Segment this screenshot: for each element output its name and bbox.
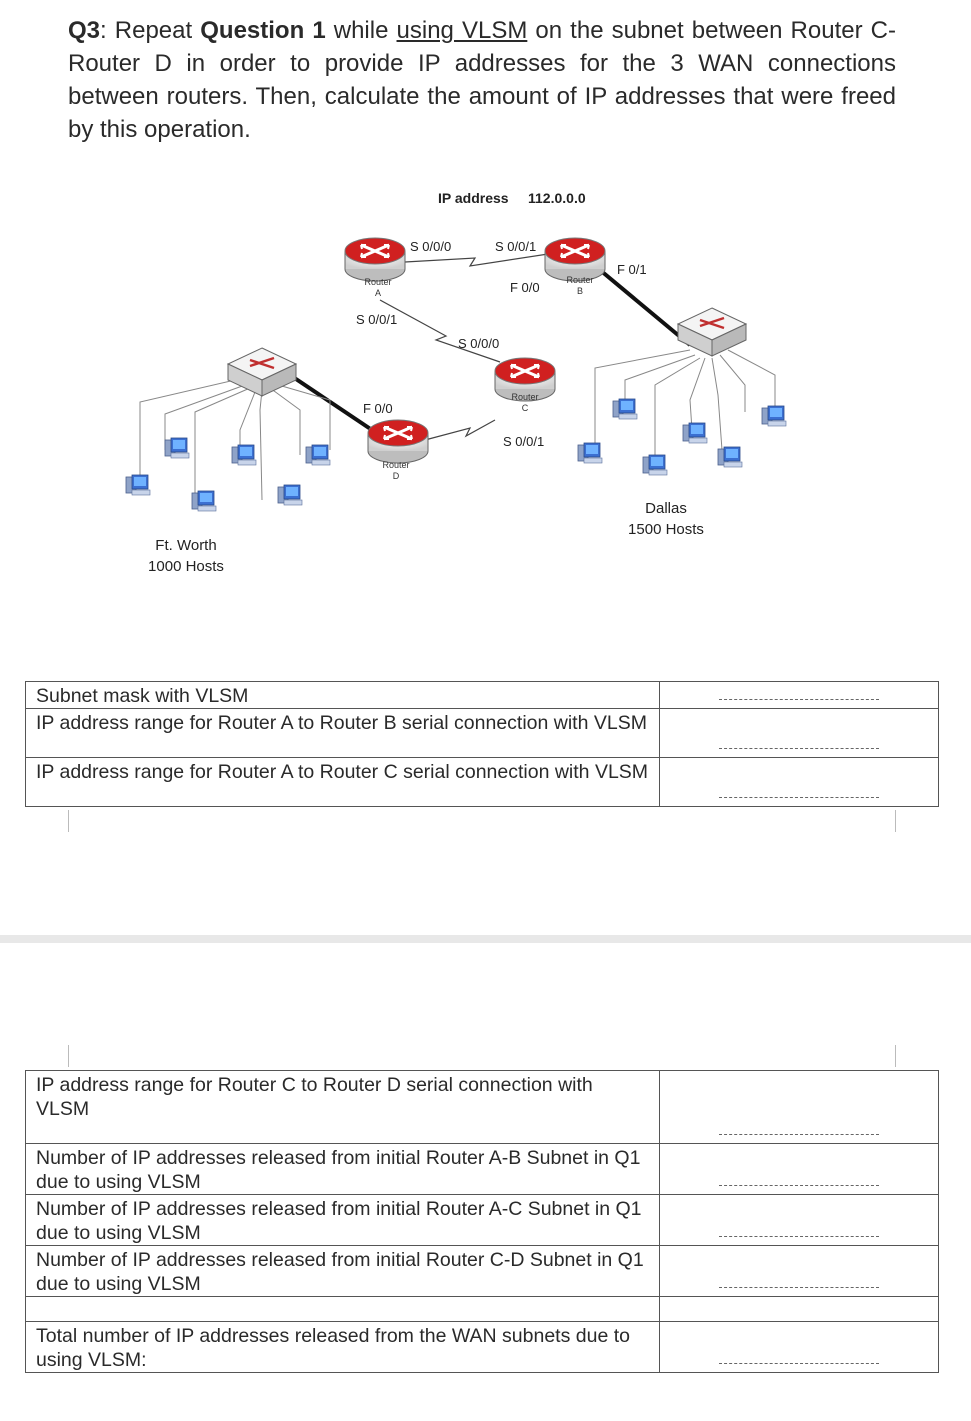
- margin-mark: [895, 1045, 896, 1067]
- answer-table-1: Subnet mask with VLSM IP address range f…: [25, 681, 939, 807]
- dallas-cabling: [594, 349, 776, 460]
- table-row: [25, 1296, 939, 1322]
- empty-cell: [25, 1296, 660, 1322]
- answer-cell[interactable]: [659, 1194, 939, 1246]
- answer-cell[interactable]: [659, 681, 939, 709]
- pc-icon: [642, 454, 668, 476]
- network-diagram: IP address 112.0.0.0 Router A Router B R…: [125, 190, 787, 575]
- pc-icon: [305, 444, 331, 466]
- answer-blank[interactable]: [719, 693, 879, 700]
- row-label: IP address range for Router A to Router …: [25, 757, 660, 807]
- port-b-f01: F 0/1: [617, 262, 647, 277]
- margin-mark: [895, 810, 896, 832]
- table-row: Number of IP addresses released from ini…: [25, 1143, 939, 1195]
- router-c-letter: C: [522, 403, 529, 413]
- question-number: Q3: [68, 17, 101, 44]
- answer-cell[interactable]: [659, 1070, 939, 1144]
- router-a-letter: A: [375, 288, 381, 298]
- answer-blank[interactable]: [719, 791, 879, 798]
- ip-address-value: 112.0.0.0: [528, 190, 586, 206]
- question-emphasis: using VLSM: [396, 17, 528, 44]
- router-b-label: Router: [566, 275, 593, 285]
- ftworth-switch-icon: [226, 346, 298, 398]
- link-b-dallas-switch: [598, 268, 692, 347]
- link-a-c: [379, 299, 501, 363]
- link-d-ftworth-switch: [288, 373, 374, 432]
- margin-mark: [68, 810, 69, 832]
- answer-cell[interactable]: [659, 708, 939, 758]
- table-row: Subnet mask with VLSM: [25, 681, 939, 709]
- pc-icon: [277, 484, 303, 506]
- row-label: Number of IP addresses released from ini…: [25, 1245, 660, 1297]
- answer-blank[interactable]: [719, 1357, 879, 1364]
- site-ftworth-name: Ft. Worth: [155, 537, 216, 554]
- port-c-s000: S 0/0/0: [458, 336, 499, 351]
- router-d-icon: [366, 418, 430, 465]
- row-label: Number of IP addresses released from ini…: [25, 1194, 660, 1246]
- link-d-c: [424, 419, 496, 441]
- row-label: IP address range for Router A to Router …: [25, 708, 660, 758]
- answer-table-2: IP address range for Router C to Router …: [25, 1070, 939, 1373]
- pc-icon: [612, 398, 638, 420]
- question-text-3: on the subnet between Router C-Router D …: [68, 17, 896, 143]
- ftworth-cabling: [139, 379, 331, 501]
- table-row: Number of IP addresses released from ini…: [25, 1245, 939, 1297]
- port-c-s001: S 0/0/1: [503, 434, 544, 449]
- table-row: IP address range for Router A to Router …: [25, 708, 939, 758]
- table-row: IP address range for Router A to Router …: [25, 757, 939, 807]
- empty-cell: [659, 1296, 939, 1322]
- answer-cell[interactable]: [659, 757, 939, 807]
- router-c-label: Router: [511, 392, 538, 402]
- port-a-s001: S 0/0/1: [356, 312, 397, 327]
- answer-cell[interactable]: [659, 1321, 939, 1373]
- table-row: IP address range for Router C to Router …: [25, 1070, 939, 1144]
- router-d-label: Router: [382, 460, 409, 470]
- pc-icon: [682, 422, 708, 444]
- row-label: Number of IP addresses released from ini…: [25, 1143, 660, 1195]
- answer-blank[interactable]: [719, 1230, 879, 1237]
- question-text: Q3: Repeat Question 1 while using VLSM o…: [68, 14, 896, 146]
- row-label: Subnet mask with VLSM: [25, 681, 660, 709]
- ip-address-label: IP address: [438, 190, 509, 206]
- dallas-switch-icon: [676, 306, 748, 358]
- answer-cell[interactable]: [659, 1143, 939, 1195]
- answer-blank[interactable]: [719, 1128, 879, 1135]
- pc-icon: [761, 405, 787, 427]
- router-d-letter: D: [393, 471, 400, 481]
- link-a-b: [404, 253, 549, 267]
- site-dallas-hosts: 1500 Hosts: [628, 521, 704, 538]
- pc-icon: [191, 490, 217, 512]
- router-a-label: Router: [364, 277, 391, 287]
- answer-blank[interactable]: [719, 742, 879, 749]
- row-label: Total number of IP addresses released fr…: [25, 1321, 660, 1373]
- port-a-s000: S 0/0/0: [410, 239, 451, 254]
- answer-blank[interactable]: [719, 1281, 879, 1288]
- row-label: IP address range for Router C to Router …: [25, 1070, 660, 1144]
- site-dallas-name: Dallas: [645, 500, 687, 517]
- pc-icon: [231, 444, 257, 466]
- question-text-2: while: [325, 17, 397, 44]
- answer-blank[interactable]: [719, 1179, 879, 1186]
- pc-icon: [125, 474, 151, 496]
- pc-icon: [577, 442, 603, 464]
- router-b-letter: B: [577, 286, 583, 296]
- router-a-icon: [343, 236, 407, 283]
- page-separator: [0, 935, 971, 943]
- port-b-f00: F 0/0: [510, 280, 540, 295]
- site-ftworth-hosts: 1000 Hosts: [148, 558, 224, 575]
- pc-icon: [717, 446, 743, 468]
- pc-icon: [164, 437, 190, 459]
- port-b-s001: S 0/0/1: [495, 239, 536, 254]
- margin-mark: [68, 1045, 69, 1067]
- answer-cell[interactable]: [659, 1245, 939, 1297]
- table-row: Number of IP addresses released from ini…: [25, 1194, 939, 1246]
- port-d-f00: F 0/0: [363, 401, 393, 416]
- question-reference: Question 1: [200, 17, 326, 44]
- table-row: Total number of IP addresses released fr…: [25, 1321, 939, 1373]
- question-text-1: : Repeat: [100, 17, 201, 44]
